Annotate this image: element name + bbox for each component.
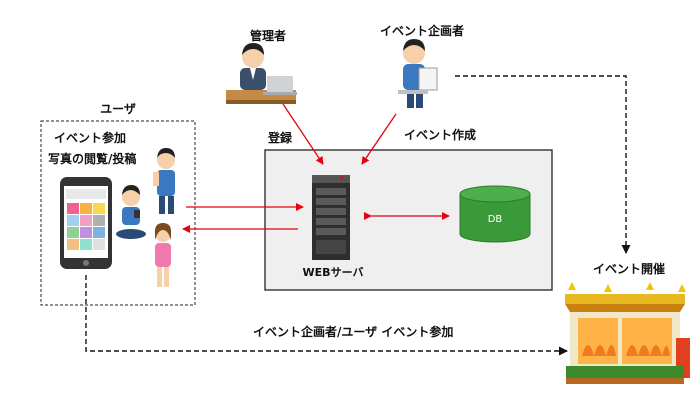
user-person-icon: [153, 148, 175, 214]
user-person-icon: [154, 223, 172, 287]
user-label: ユーザ: [100, 102, 136, 116]
organizer-label: イベント企画者: [379, 24, 465, 38]
event-label: イベント開催: [592, 262, 666, 276]
admin-icon: [226, 43, 297, 104]
user-person-icon: [116, 185, 146, 239]
smartphone-icon: [60, 177, 112, 269]
user-to-event-arrow: [85, 275, 568, 356]
create-event-arrow: [361, 113, 397, 165]
bottom-flow-label: イベント企画者/ユーザ イベント参加: [253, 325, 454, 339]
user-action-photos: 写真の閲覧/投稿: [48, 152, 137, 166]
register-arrow: [282, 103, 324, 165]
organizer-to-event-arrow: [455, 75, 631, 254]
server-icon: [312, 175, 350, 260]
web-server-label: WEBサーバ: [302, 266, 364, 279]
db-label: DB: [487, 214, 503, 225]
database-icon: [459, 185, 531, 243]
register-label: 登録: [268, 131, 293, 145]
create-event-label: イベント作成: [404, 128, 477, 142]
user-box: [40, 120, 196, 306]
event-venue-icon: [565, 282, 690, 384]
organizer-icon: [398, 39, 438, 108]
user-action-participate: イベント参加: [54, 131, 127, 145]
admin-label: 管理者: [249, 29, 287, 43]
